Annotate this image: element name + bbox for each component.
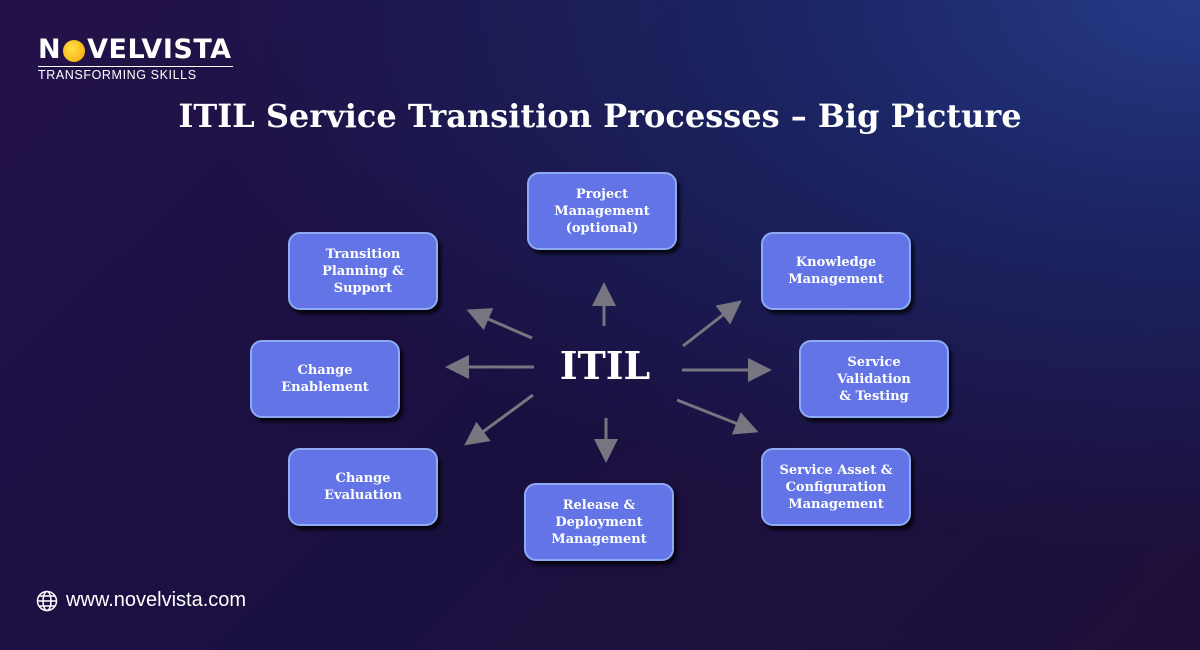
box-change-evaluation: Change Evaluation [288, 448, 438, 526]
arrow-lower-left [464, 393, 534, 446]
box-transition-planning: Transition Planning & Support [288, 232, 438, 310]
box-change-enablement: Change Enablement [250, 340, 400, 418]
page-title: ITIL Service Transition Processes – Big … [178, 97, 1022, 135]
novelvista-logo: N VELVISTA TRANSFORMING SKILLS [38, 36, 233, 82]
box-knowledge-management: Knowledge Management [761, 232, 911, 310]
website-link[interactable]: www.novelvista.com [66, 589, 247, 611]
logo-text: VELVISTA [87, 34, 232, 65]
box-project-management: Project Management (optional) [527, 172, 677, 250]
sun-icon [63, 40, 86, 62]
globe-icon [36, 590, 58, 611]
box-release-deployment: Release & Deployment Management [524, 483, 674, 561]
box-service-validation: Service Validation & Testing [799, 340, 949, 418]
box-service-asset: Service Asset & Configuration Management [761, 448, 911, 526]
arrow-upper-right [682, 300, 742, 348]
footer: www.novelvista.com [36, 589, 246, 612]
divider [38, 66, 233, 67]
logo-tagline: TRANSFORMING SKILLS [38, 68, 197, 82]
arrow-lower-right [676, 398, 759, 435]
arrow-upper-left [466, 308, 533, 340]
logo-text: N [38, 34, 62, 65]
itil-center-label: ITIL [559, 343, 651, 388]
